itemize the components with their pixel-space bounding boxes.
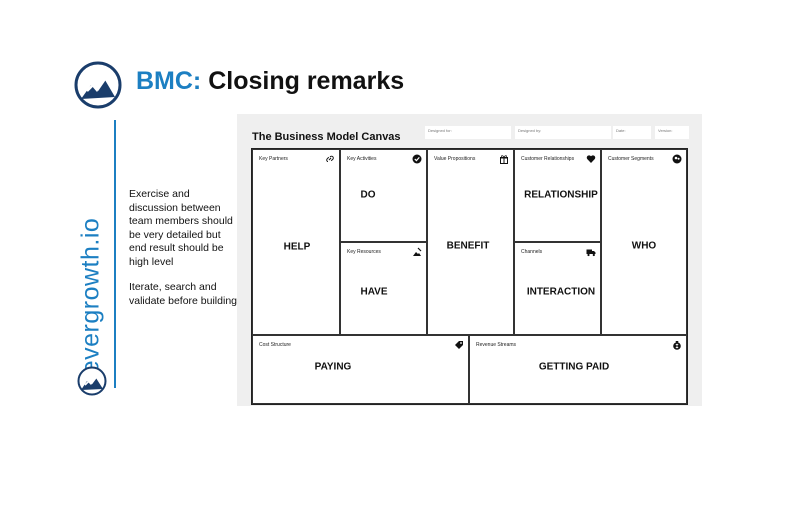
brand-name: evergrowth.io: [76, 217, 105, 375]
block-label: Cost Structure: [259, 342, 291, 348]
notes: Exercise and discussion between team mem…: [129, 188, 239, 320]
block-label: Revenue Streams: [476, 342, 517, 348]
page-title: BMC: Closing remarks: [136, 67, 404, 96]
brand-wordmark: evergrowth.io: [77, 218, 105, 375]
truck-icon: [586, 249, 596, 257]
block-customer-relationships: Customer Relationships RELATIONSHIP: [514, 149, 601, 242]
check-icon: [412, 154, 422, 164]
title-prefix: BMC:: [136, 67, 202, 95]
business-model-canvas: The Business Model Canvas Designed for: …: [237, 114, 702, 406]
evergrowth-logo-icon: [74, 61, 122, 109]
block-key-partners: Key Partners HELP: [252, 149, 340, 335]
block-customer-segments: Customer Segments WHO: [601, 149, 687, 335]
block-keyword: RELATIONSHIP: [524, 189, 598, 201]
version-field: Version:: [655, 126, 689, 139]
tag-icon: [455, 341, 463, 349]
block-label: Key Partners: [259, 156, 288, 162]
block-label: Customer Segments: [608, 156, 654, 162]
block-keyword: PAYING: [314, 361, 352, 373]
evergrowth-small-logo-icon: [77, 366, 107, 396]
gift-icon: [500, 155, 508, 164]
designed-by-field: Designed by:: [515, 126, 611, 139]
block-keyword: GETTING PAID: [538, 361, 610, 373]
block-keyword: BENEFIT: [446, 240, 490, 252]
block-keyword: WHO: [631, 240, 657, 252]
date-field: Date:: [613, 126, 651, 139]
block-cost-structure: Cost Structure PAYING: [252, 335, 469, 404]
note-item: Iterate, search and validate before buil…: [129, 281, 237, 307]
block-keyword: HAVE: [360, 286, 388, 298]
block-keyword: HELP: [283, 241, 311, 253]
canvas-title: The Business Model Canvas: [252, 131, 401, 143]
canvas-grid: Key Partners HELP Key Activities DO Key …: [251, 148, 688, 405]
block-channels: Channels INTERACTION: [514, 242, 601, 335]
block-label: Channels: [521, 249, 543, 255]
block-key-resources: Key Resources HAVE: [340, 242, 427, 335]
money-bag-icon: [673, 341, 681, 350]
block-keyword: INTERACTION: [526, 286, 596, 298]
link-icon: [326, 155, 334, 162]
block-key-activities: Key Activities DO: [340, 149, 427, 242]
block-label: Key Activities: [347, 156, 377, 162]
block-revenue-streams: Revenue Streams GETTING PAID: [469, 335, 687, 404]
heart-icon: [586, 155, 596, 163]
block-value-propositions: Value Propositions BENEFIT: [427, 149, 514, 335]
block-keyword: DO: [360, 189, 376, 201]
block-label: Value Propositions: [434, 156, 476, 162]
block-label: Key Resources: [347, 249, 381, 255]
resources-icon: [413, 247, 422, 256]
note-item: Exercise and discussion between team mem…: [129, 188, 233, 268]
users-icon: [672, 154, 682, 164]
designed-for-field: Designed for:: [425, 126, 511, 139]
block-label: Customer Relationships: [521, 156, 575, 162]
title-rest: Closing remarks: [201, 67, 405, 95]
side-divider: [114, 120, 116, 388]
